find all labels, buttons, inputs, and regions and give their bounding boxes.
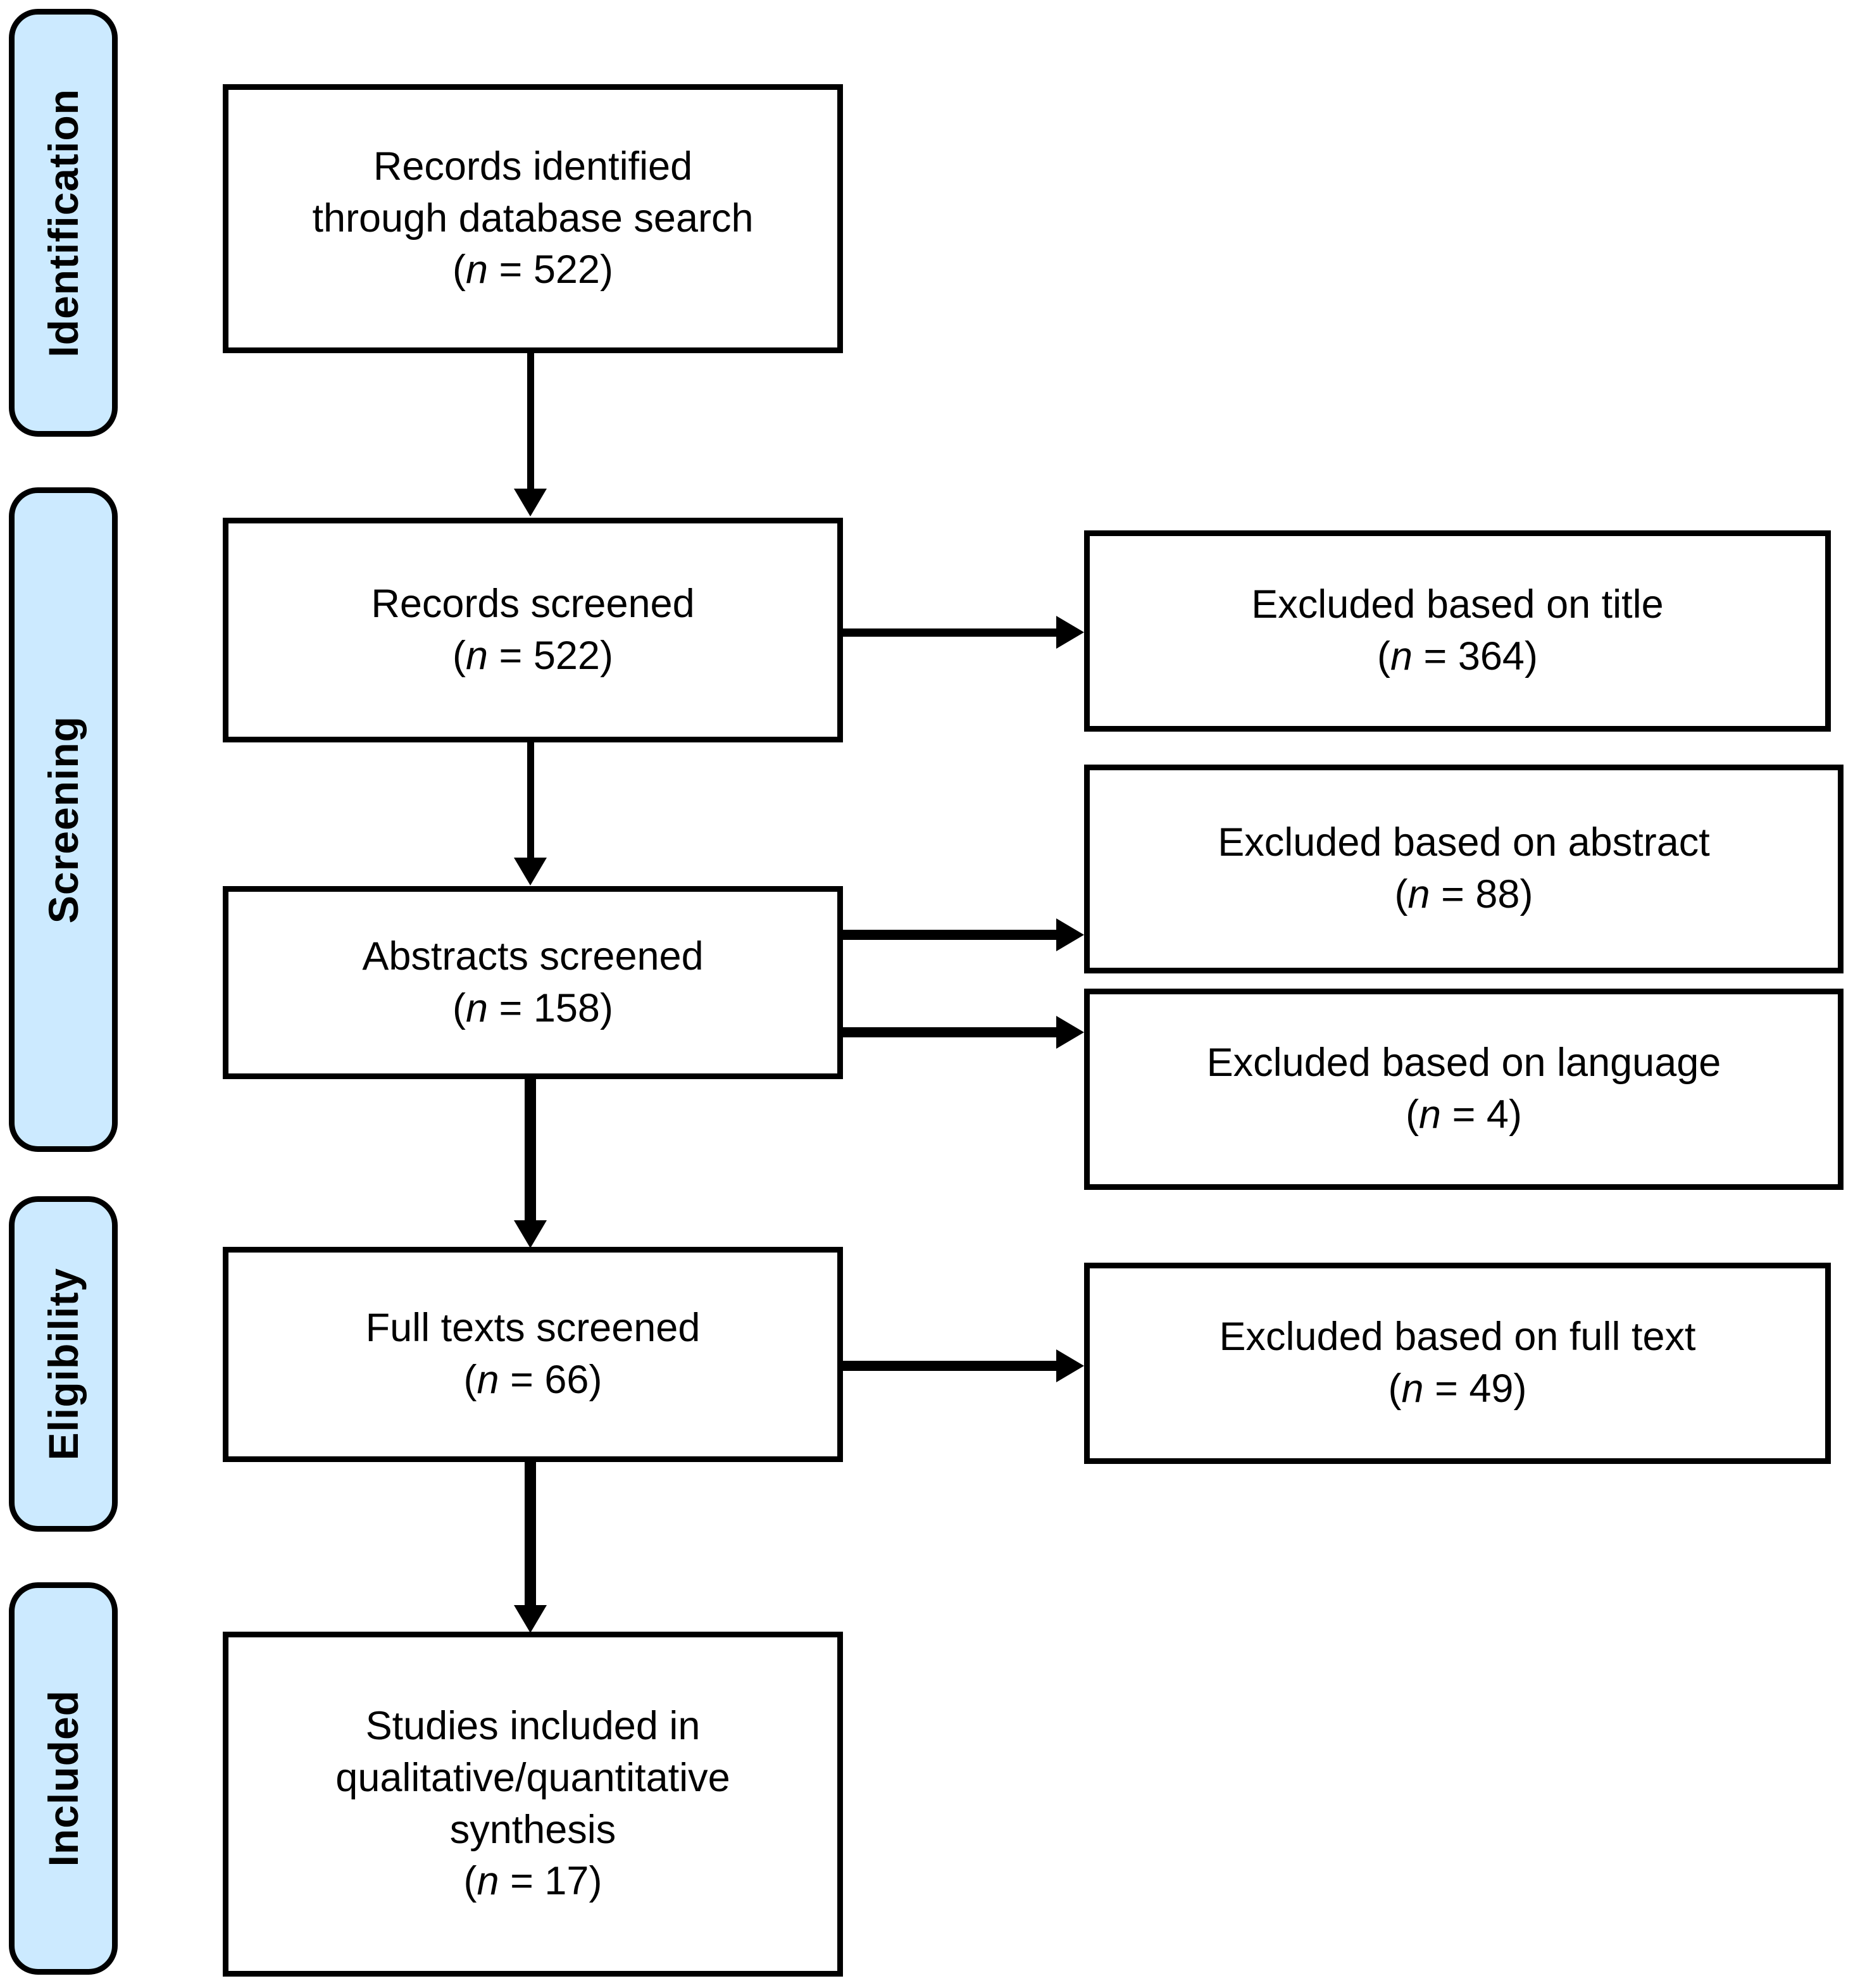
box-full-texts-screened: Full texts screened (n = 66) bbox=[223, 1247, 843, 1462]
equals-sign: = bbox=[488, 247, 533, 292]
n-symbol: n bbox=[466, 633, 489, 678]
paren-close: ) bbox=[1508, 1092, 1522, 1137]
equals-sign: = bbox=[1413, 634, 1458, 678]
paren-open: ( bbox=[452, 985, 466, 1030]
connector-abstracts-to-excluded-abstract bbox=[843, 930, 1058, 940]
box-studies-included: Studies included in qualitative/quantita… bbox=[223, 1632, 843, 1977]
excluded-abstract-count: (n = 88) bbox=[1395, 869, 1533, 921]
paren-open: ( bbox=[463, 1859, 477, 1904]
box-records-identified: Records identified through database sear… bbox=[223, 84, 843, 353]
excluded-title-line1: Excluded based on title bbox=[1251, 582, 1664, 627]
equals-sign: = bbox=[499, 1859, 545, 1904]
arrowhead-full-texts-to-excluded-full-text bbox=[1056, 1349, 1084, 1382]
paren-open: ( bbox=[1406, 1092, 1419, 1137]
connector-abstracts-to-full-texts bbox=[525, 1079, 536, 1228]
paren-close: ) bbox=[589, 1859, 602, 1904]
excluded-title-count: (n = 364) bbox=[1377, 631, 1538, 683]
arrowhead-identified-to-screened bbox=[514, 489, 547, 516]
full-texts-screened-count: (n = 66) bbox=[464, 1354, 602, 1406]
excluded-language-line1: Excluded based on language bbox=[1206, 1041, 1721, 1085]
n-symbol: n bbox=[466, 247, 489, 292]
paren-open: ( bbox=[463, 1358, 477, 1402]
arrowhead-screened-to-excluded-title bbox=[1056, 616, 1084, 649]
arrowhead-abstracts-to-excluded-abstract bbox=[1056, 918, 1084, 951]
paren-open: ( bbox=[452, 247, 466, 292]
paren-close: ) bbox=[1513, 1366, 1527, 1411]
records-screened-count: (n = 522) bbox=[452, 630, 613, 682]
equals-sign: = bbox=[488, 985, 533, 1030]
paren-open: ( bbox=[452, 633, 466, 678]
records-identified-line2: through database search bbox=[312, 196, 754, 241]
paren-open: ( bbox=[1377, 634, 1390, 678]
box-excluded-abstract: Excluded based on abstract (n = 88) bbox=[1084, 765, 1844, 973]
studies-included-count: (n = 17) bbox=[464, 1856, 602, 1908]
abstracts-screened-line1: Abstracts screened bbox=[362, 934, 704, 978]
connector-abstracts-to-excluded-language bbox=[843, 1027, 1058, 1037]
paren-close: ) bbox=[599, 633, 613, 678]
count-value: 522 bbox=[533, 247, 600, 292]
paren-close: ) bbox=[1519, 872, 1533, 916]
connector-screened-to-abstracts bbox=[527, 742, 534, 866]
stage-label-included: Included bbox=[40, 1690, 87, 1867]
count-value: 88 bbox=[1475, 872, 1520, 916]
arrowhead-screened-to-abstracts bbox=[514, 858, 547, 885]
arrowhead-full-texts-to-studies-included bbox=[514, 1605, 547, 1633]
records-identified-count: (n = 522) bbox=[452, 244, 613, 296]
count-value: 49 bbox=[1469, 1366, 1514, 1411]
studies-included-line3: synthesis bbox=[449, 1807, 616, 1852]
excluded-abstract-line1: Excluded based on abstract bbox=[1218, 820, 1710, 865]
count-value: 17 bbox=[544, 1859, 589, 1904]
records-identified-line1: Records identified bbox=[373, 144, 693, 189]
equals-sign: = bbox=[1423, 1366, 1469, 1411]
equals-sign: = bbox=[1430, 872, 1476, 916]
equals-sign: = bbox=[488, 633, 533, 678]
n-symbol: n bbox=[1407, 872, 1430, 916]
n-symbol: n bbox=[1419, 1092, 1442, 1137]
n-symbol: n bbox=[1401, 1366, 1424, 1411]
paren-close: ) bbox=[589, 1358, 602, 1402]
records-screened-line1: Records screened bbox=[371, 581, 695, 626]
paren-open: ( bbox=[1394, 872, 1408, 916]
studies-included-line2: qualitative/quantitative bbox=[335, 1755, 730, 1800]
excluded-full-text-line1: Excluded based on full text bbox=[1219, 1315, 1696, 1360]
n-symbol: n bbox=[477, 1358, 499, 1402]
count-value: 522 bbox=[533, 633, 600, 678]
equals-sign: = bbox=[1441, 1092, 1487, 1137]
box-excluded-full-text: Excluded based on full text (n = 49) bbox=[1084, 1263, 1831, 1464]
stage-label-screening: Screening bbox=[40, 715, 87, 924]
stage-label-eligibility: Eligibility bbox=[40, 1267, 87, 1461]
connector-full-texts-to-excluded-full-text bbox=[843, 1361, 1058, 1371]
stage-pill-screening: Screening bbox=[9, 487, 118, 1152]
paren-close: ) bbox=[599, 247, 613, 292]
box-records-screened: Records screened (n = 522) bbox=[223, 518, 843, 742]
count-value: 66 bbox=[544, 1358, 589, 1402]
stage-label-identification: Identification bbox=[40, 88, 87, 358]
paren-close: ) bbox=[599, 985, 613, 1030]
full-texts-screened-line1: Full texts screened bbox=[365, 1306, 701, 1351]
stage-pill-eligibility: Eligibility bbox=[9, 1196, 118, 1532]
abstracts-screened-count: (n = 158) bbox=[452, 983, 613, 1035]
connector-screened-to-excluded-title bbox=[843, 628, 1058, 637]
n-symbol: n bbox=[1390, 634, 1413, 678]
box-excluded-language: Excluded based on language (n = 4) bbox=[1084, 989, 1844, 1190]
studies-included-line1: Studies included in bbox=[365, 1703, 701, 1748]
count-value: 364 bbox=[1457, 634, 1525, 678]
excluded-full-text-count: (n = 49) bbox=[1388, 1363, 1527, 1415]
count-value: 158 bbox=[533, 985, 600, 1030]
connector-full-texts-to-studies-included bbox=[525, 1462, 536, 1614]
paren-close: ) bbox=[1524, 634, 1538, 678]
connector-identified-to-screened bbox=[527, 353, 534, 497]
n-symbol: n bbox=[477, 1859, 499, 1904]
n-symbol: n bbox=[466, 985, 489, 1030]
equals-sign: = bbox=[499, 1358, 545, 1402]
box-abstracts-screened: Abstracts screened (n = 158) bbox=[223, 886, 843, 1079]
box-excluded-title: Excluded based on title (n = 364) bbox=[1084, 530, 1831, 732]
excluded-language-count: (n = 4) bbox=[1406, 1089, 1522, 1141]
stage-pill-included: Included bbox=[9, 1582, 118, 1975]
count-value: 4 bbox=[1486, 1092, 1509, 1137]
paren-open: ( bbox=[1388, 1366, 1402, 1411]
arrowhead-abstracts-to-full-texts bbox=[514, 1220, 547, 1248]
arrowhead-abstracts-to-excluded-language bbox=[1056, 1016, 1084, 1049]
stage-pill-identification: Identification bbox=[9, 9, 118, 437]
